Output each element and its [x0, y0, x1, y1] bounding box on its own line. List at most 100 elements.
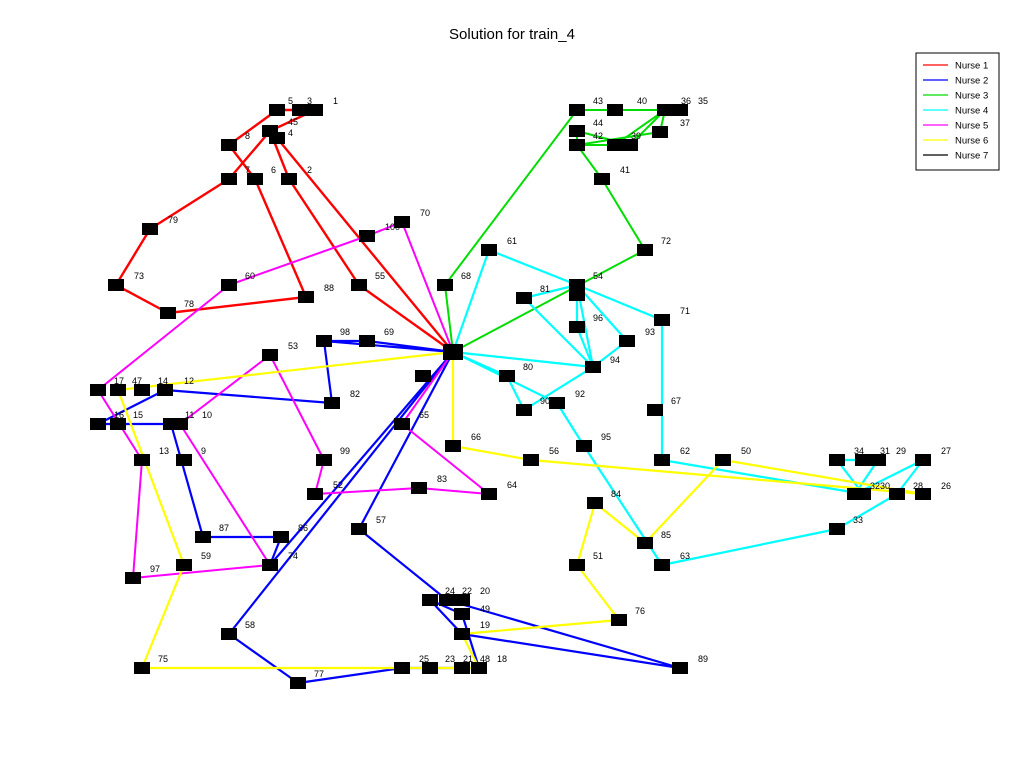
legend-label-5: Nurse 5 [955, 121, 988, 132]
node-label-92: 92 [575, 389, 585, 399]
node-marker-51 [569, 559, 585, 571]
node-label-66: 66 [471, 432, 481, 442]
node-label-60: 60 [245, 271, 255, 281]
node-label-12: 12 [184, 376, 194, 386]
legend-label-1: Nurse 1 [955, 61, 988, 72]
node-label-1: 1 [333, 96, 338, 106]
node-marker-60 [221, 279, 237, 291]
node-marker-84 [587, 497, 603, 509]
node-label-98: 98 [340, 327, 350, 337]
node-marker-67 [647, 404, 663, 416]
node-label-77: 77 [314, 669, 324, 679]
node-label-64: 64 [507, 480, 517, 490]
node-marker-83 [411, 482, 427, 494]
node-label-56: 56 [549, 446, 559, 456]
node-label-75: 75 [158, 654, 168, 664]
node-label-8: 8 [245, 131, 250, 141]
node-label-90: 90 [540, 396, 550, 406]
node-marker-68 [437, 279, 453, 291]
node-label-16: 16 [114, 410, 124, 420]
node-label-65: 65 [419, 410, 429, 420]
chart-title: Solution for train_4 [449, 26, 575, 43]
node-label-94: 94 [610, 355, 620, 365]
legend-label-3: Nurse 3 [955, 91, 988, 102]
node-marker-21 [454, 662, 470, 674]
node-marker-59 [176, 559, 192, 571]
node-label-27: 27 [941, 446, 951, 456]
node-marker-12 [157, 384, 173, 396]
node-marker-3 [292, 104, 308, 116]
node-marker-70 [394, 216, 410, 228]
node-label-9: 9 [201, 446, 206, 456]
node-label-19: 19 [480, 620, 490, 630]
node-label-61: 61 [507, 236, 517, 246]
node-marker-29 [870, 454, 886, 466]
node-label-17: 17 [114, 376, 124, 386]
node-label-28: 28 [913, 481, 923, 491]
node-label-44: 44 [593, 118, 603, 128]
legend-label-4: Nurse 4 [955, 106, 988, 117]
node-marker-56 [523, 454, 539, 466]
node-label-57: 57 [376, 515, 386, 525]
node-marker-69 [359, 335, 375, 347]
node-marker-99 [316, 454, 332, 466]
node-label-47: 47 [132, 376, 142, 386]
node-marker-16 [90, 418, 106, 430]
node-marker-89 [672, 662, 688, 674]
node-marker-65 [394, 418, 410, 430]
node-label-58: 58 [245, 620, 255, 630]
node-label-80: 80 [523, 362, 533, 372]
node-label-93: 93 [645, 327, 655, 337]
node-label-11: 11 [185, 410, 194, 420]
node-label-55: 55 [375, 271, 385, 281]
node-label-13: 13 [159, 446, 169, 456]
node-marker-11 [163, 418, 179, 430]
node-marker-1 [307, 104, 323, 116]
node-label-24: 24 [445, 586, 455, 596]
node-label-40: 40 [637, 96, 647, 106]
node-marker-72 [637, 244, 653, 256]
node-label-10: 10 [202, 410, 212, 420]
node-label-99: 99 [340, 446, 350, 456]
legend-label-7: Nurse 7 [955, 151, 988, 162]
node-marker-8 [221, 139, 237, 151]
node-label-21: 21 [463, 654, 473, 664]
node-label-97: 97 [150, 564, 160, 574]
node-label-45: 45 [288, 117, 298, 127]
node-marker-96 [569, 321, 585, 333]
node-marker-45 [262, 125, 278, 137]
node-marker-50 [715, 454, 731, 466]
node-marker-93 [619, 335, 635, 347]
node-label-23: 23 [445, 654, 455, 664]
node-label-7: 7 [245, 165, 250, 175]
node-marker-5 [269, 104, 285, 116]
node-marker-73 [108, 279, 124, 291]
node-marker-53 [262, 349, 278, 361]
node-marker-35 [672, 104, 688, 116]
node-marker-49 [454, 608, 470, 620]
node-label-73: 73 [134, 271, 144, 281]
node-label-85: 85 [661, 530, 671, 540]
node-marker-22 [439, 594, 455, 606]
node-marker-46 [569, 289, 585, 301]
node-label-74: 74 [288, 551, 298, 561]
node-label-22: 22 [462, 586, 472, 596]
node-marker-24 [422, 594, 438, 606]
node-label-76: 76 [635, 606, 645, 616]
legend-label-6: Nurse 6 [955, 136, 988, 147]
node-label-96: 96 [593, 313, 603, 323]
node-marker-36 [657, 104, 673, 116]
node-marker-42 [569, 139, 585, 151]
node-marker-43 [569, 104, 585, 116]
node-marker-14 [134, 384, 150, 396]
node-label-48: 48 [480, 654, 490, 664]
node-marker-27 [915, 454, 931, 466]
node-label-100: 100 [385, 222, 400, 232]
node-label-39: 39 [631, 131, 641, 141]
node-label-29: 29 [896, 446, 906, 456]
node-marker-37 [652, 126, 668, 138]
node-marker-17 [90, 384, 106, 396]
node-marker-44 [569, 125, 585, 137]
node-label-31: 31 [880, 446, 890, 456]
